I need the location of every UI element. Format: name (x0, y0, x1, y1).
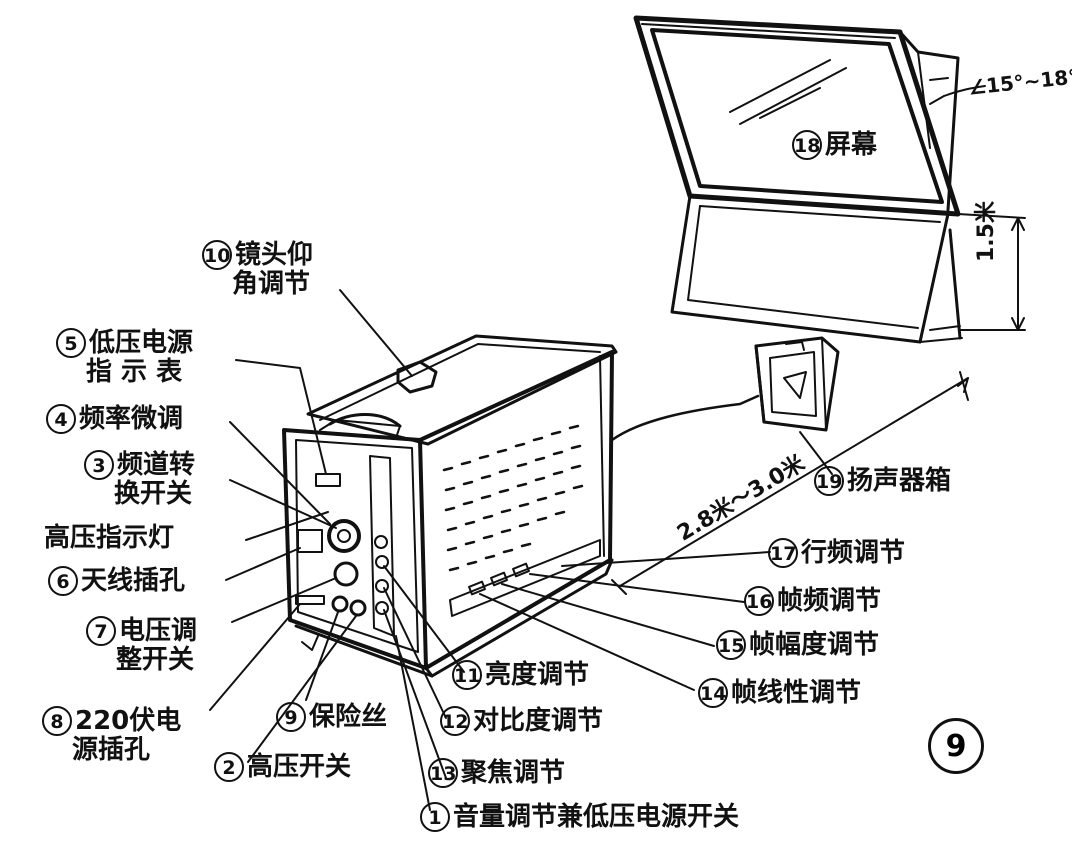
label-hv-lamp: 高压指示灯 (44, 523, 175, 553)
projector-body (282, 334, 618, 678)
leader-lines (209, 289, 833, 811)
distance-dimension (611, 371, 969, 595)
screen-drawing (633, 15, 963, 344)
height-dimension (957, 213, 1026, 331)
dimension-height: 1.5米 (974, 201, 999, 262)
figure-number: 9 (928, 718, 984, 774)
speaker-box (610, 336, 840, 442)
angle-dimension (929, 85, 986, 105)
